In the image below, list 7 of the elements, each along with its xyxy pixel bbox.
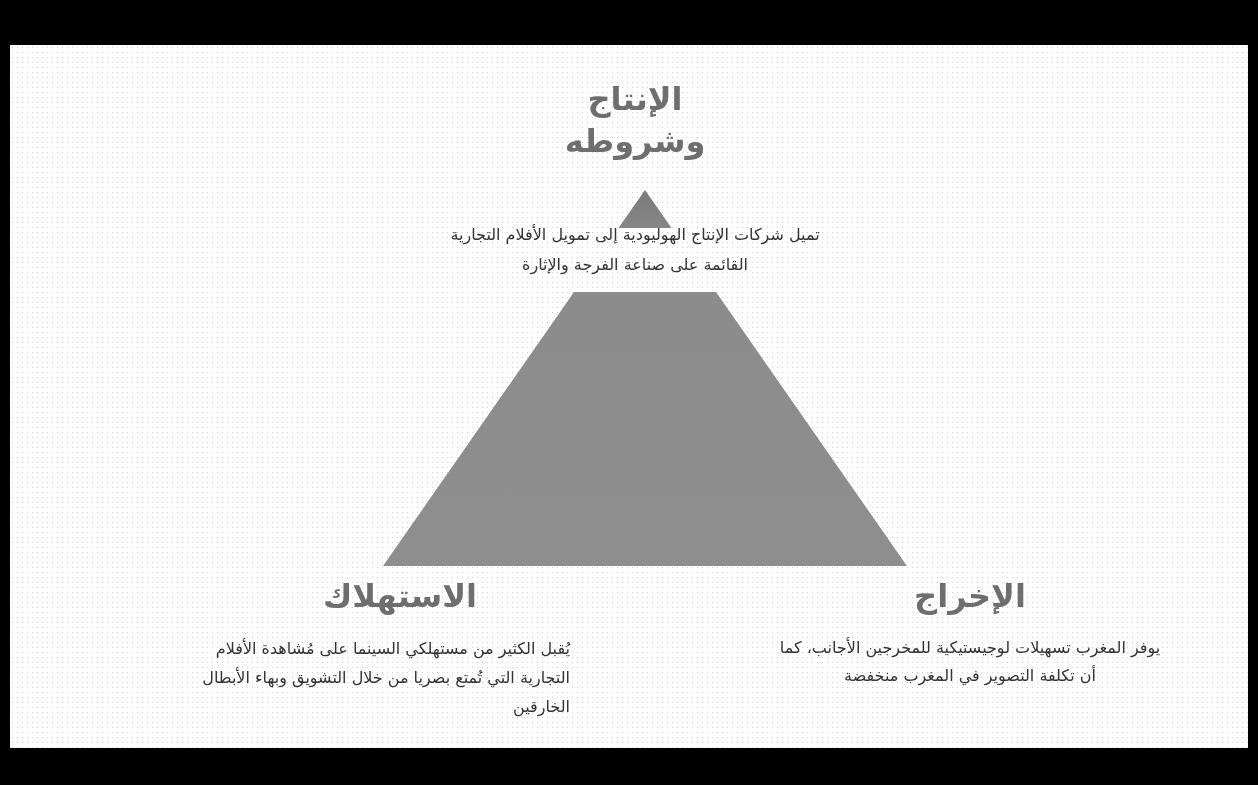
description-text: يُقبل الكثير من مستهلكي السينما على مُشاهدة الأفلام التجارية التي تُمتع بصريا من خلال التشويق وبهاء الأبطال الخارقين [201,637,570,719]
heading: الإخراج [914,576,1026,617]
heading: الإنتاج وشروطه [563,79,707,162]
pyramid-triangle [383,190,907,566]
heading: الاستهلاك [322,576,478,617]
description-text: تميل شركات الإنتاج الهوليودية إلى تمويل الأفلام التجارية القائمة على صناعة الفرجة والإثارة [449,223,821,277]
description-text: يوفر المغرب تسهيلات لوجيستيكية للمخرجين الأجانب، كما أن تكلفة التصوير في المغرب منخفضة [778,636,1162,688]
